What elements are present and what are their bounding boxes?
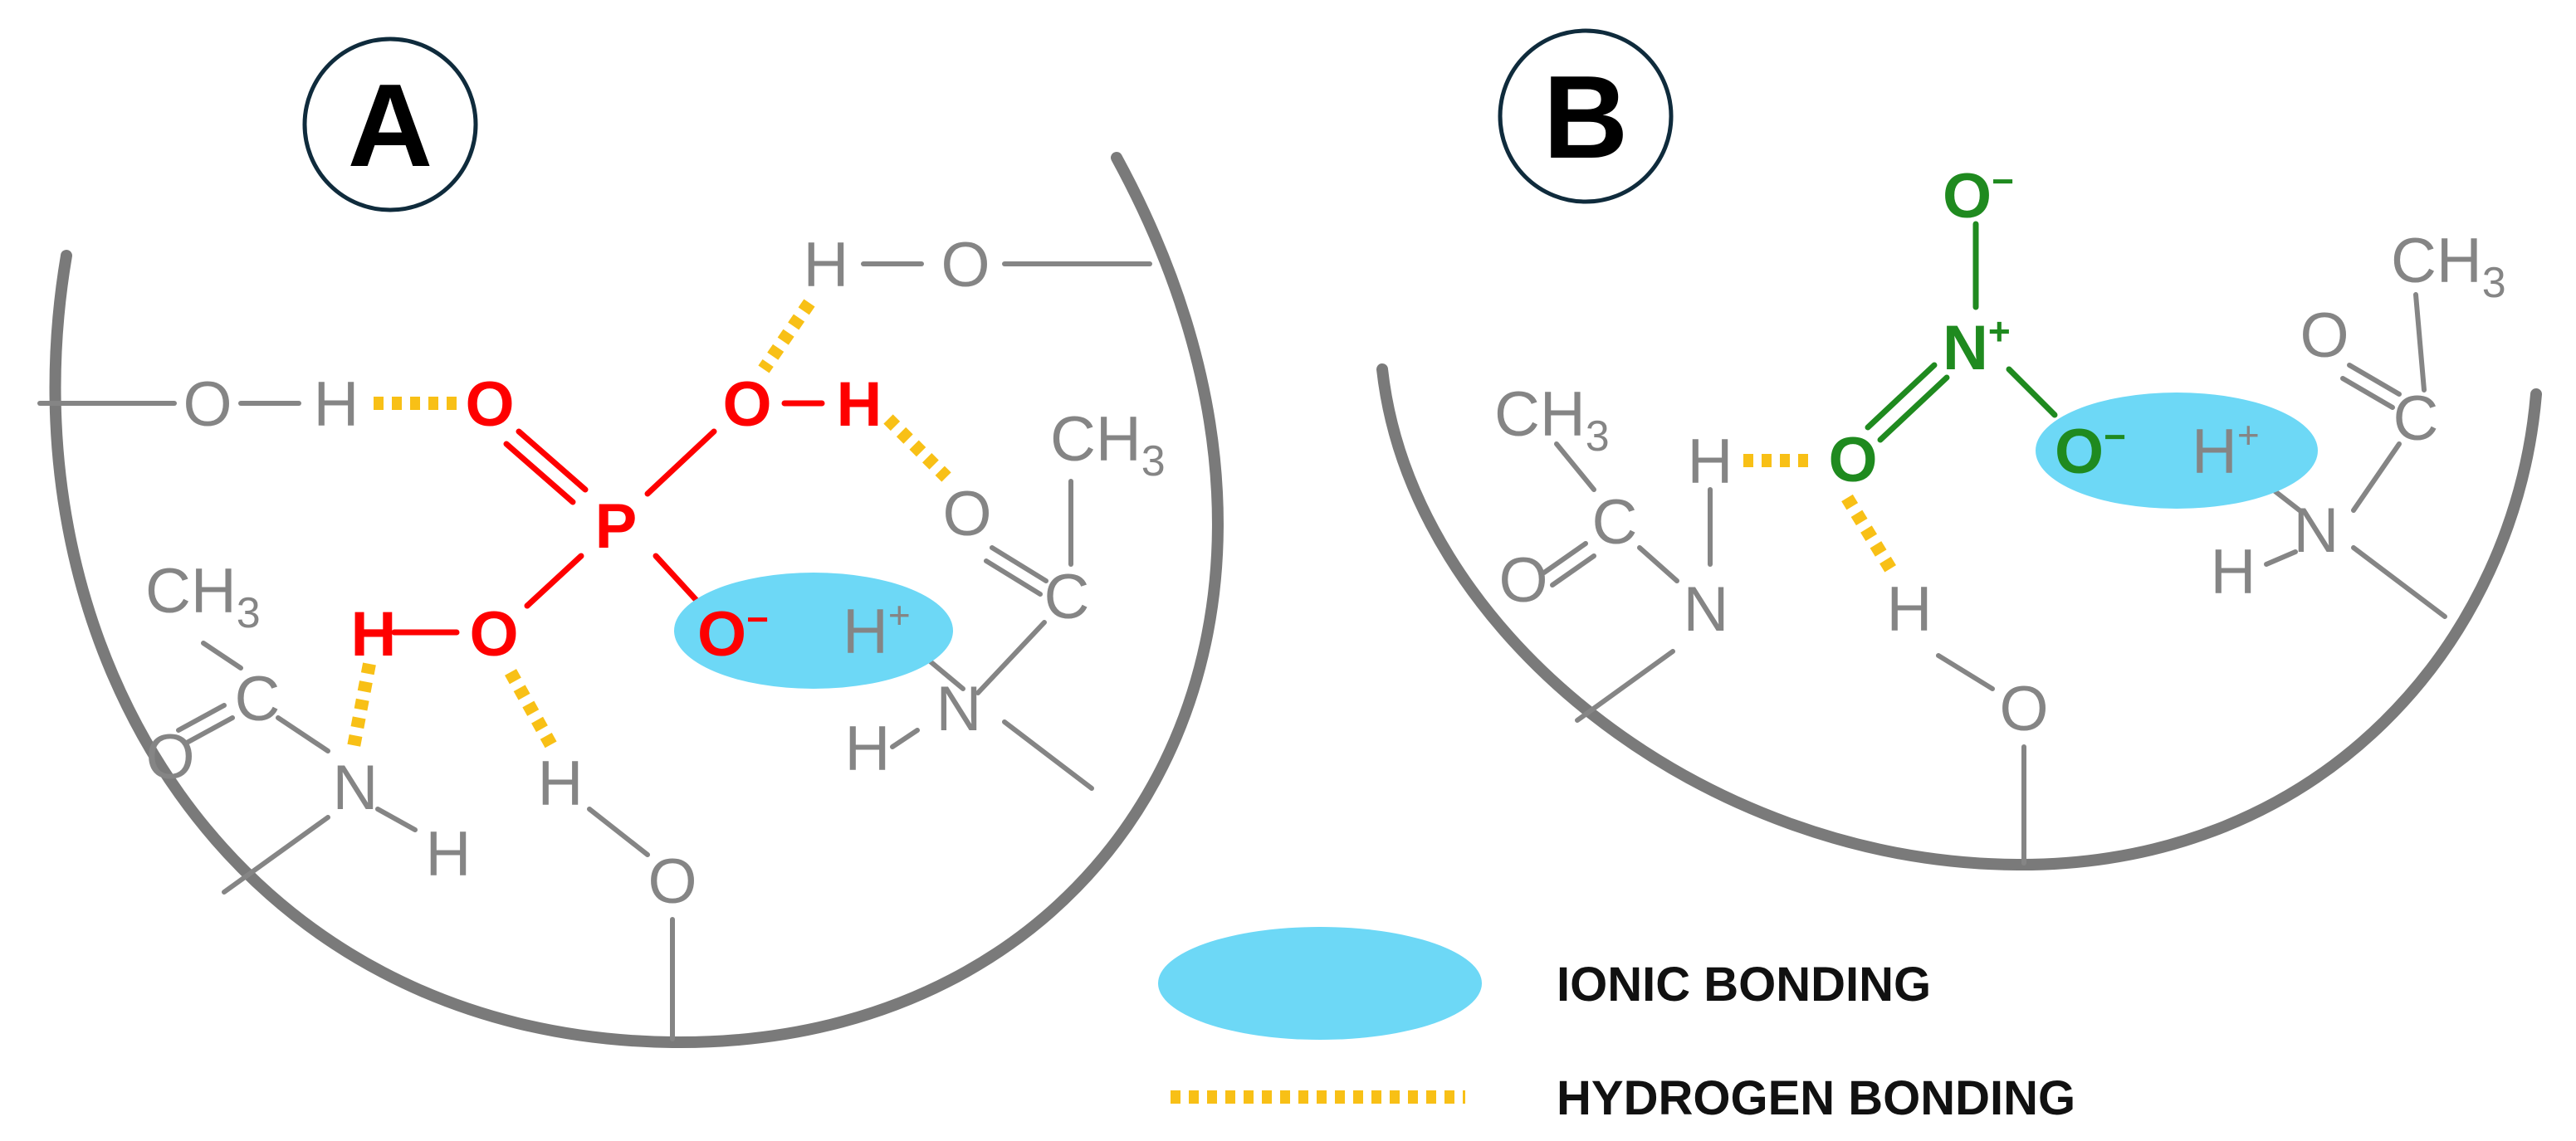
- panel-b-pocket-wall: [1376, 363, 2542, 871]
- panel-b-atom: N: [1684, 574, 1729, 645]
- panel-b-atom: H: [1887, 574, 1933, 645]
- panel-a-bond: [276, 715, 330, 753]
- panel-b-wall-stub: [1575, 649, 1675, 723]
- panel-a-phosphate-bond: [503, 441, 576, 505]
- panel-a-hydrogen-bond: [758, 299, 815, 373]
- panel-b-nitrate-atom: O: [1828, 425, 1877, 495]
- panel-a-atom: N: [333, 753, 379, 823]
- panel-a-bond: [587, 807, 650, 857]
- panel-a-bond: [201, 641, 243, 670]
- legend: IONIC BONDING HYDROGEN BONDING: [1158, 927, 2075, 1125]
- panel-b-bond: [1637, 545, 1679, 583]
- panel-a-hydrogen-bond: [883, 414, 951, 482]
- panel-b-bond: [2264, 549, 2298, 567]
- panel-b-hydrogen-bond: [1841, 494, 1899, 577]
- panel-a-wall-stub: [1002, 719, 1094, 791]
- panel-a-phosphate-atom: H: [837, 369, 882, 440]
- panel-a-phosphate-bond: [516, 428, 589, 493]
- panel-a-phosphate-bond: [644, 428, 717, 497]
- panel-a-bond: [184, 715, 235, 745]
- panel-b-bond: [2351, 441, 2402, 513]
- panel-b-bond: [1936, 653, 1995, 691]
- panel-b-ch3-right: CH3: [2391, 226, 2506, 307]
- panel-a-ionic-ellipse: [674, 573, 953, 689]
- panel-a-atom: H: [538, 748, 584, 819]
- panel-b-atom: C: [2393, 383, 2439, 454]
- panel-a-atom: H: [426, 819, 472, 890]
- panel-b-ionic-ellipse: [2036, 393, 2318, 509]
- panel-a-phosphate-atom: H: [351, 599, 397, 670]
- panel-a-bond: [375, 807, 418, 832]
- panel-a-atom: O: [648, 846, 697, 917]
- panel-b-atom: H: [1688, 427, 1733, 497]
- panel-a-bond: [990, 545, 1048, 583]
- panel-b-wall-stub: [2351, 545, 2447, 619]
- panel-a-atom: N: [936, 674, 982, 744]
- panel-b-atom: O: [1999, 674, 2048, 744]
- panel-a-phosphate-o-minus: O−: [697, 597, 769, 670]
- panel-a-atom: C: [1044, 562, 1090, 632]
- panel-b-nitrate-o-minus: O−: [2055, 415, 2126, 487]
- panel-b-atom: O: [1498, 545, 1547, 616]
- panel-a-bond: [890, 728, 920, 749]
- panel-b-nitrate-bond: [1865, 362, 1938, 431]
- panel-a-label: A: [348, 60, 433, 192]
- panel-a-wall-stub: [222, 815, 330, 895]
- panel-a-atom: H: [804, 230, 849, 300]
- panel-b-atom: C: [1592, 487, 1638, 558]
- panel-a-bond: [975, 620, 1047, 695]
- panel-a-atom: H: [845, 714, 891, 784]
- panel-a-atom: H: [314, 369, 359, 440]
- legend-ionic-label: IONIC BONDING: [1557, 958, 1931, 1012]
- panel-b-atom: N: [2294, 495, 2339, 566]
- panel-a-phosphate-bond: [653, 553, 705, 609]
- panel-a-phosphate-atom: O: [465, 369, 514, 440]
- panel-b-hplus: H+: [2192, 413, 2260, 487]
- panel-b-atom: H: [2211, 537, 2256, 607]
- panel-a: O H H O CH3 O C N H H+ CH3 C O N H H O O…: [37, 37, 1224, 1049]
- panel-b-bond: [2413, 292, 2427, 393]
- panel-b-atom: O: [2300, 300, 2349, 371]
- panel-b-ch3-left: CH3: [1494, 379, 1610, 461]
- panel-b-bond: [2340, 376, 2395, 410]
- panel-a-hydrogen-bond: [505, 669, 558, 750]
- panel-a-phosphate-atom: O: [722, 369, 771, 440]
- panel-a-pocket-wall: [49, 152, 1224, 1049]
- panel-a-ch3-left: CH3: [145, 556, 261, 637]
- panel-a-atom: O: [145, 722, 194, 792]
- legend-ionic-swatch: [1158, 927, 1482, 1040]
- panel-a-hydrogen-bond: [346, 662, 376, 753]
- panel-a-phosphate-atom: P: [595, 491, 638, 562]
- panel-a-atom: O: [183, 369, 232, 440]
- panel-a-label-circle: [302, 37, 478, 212]
- panel-a-ch3-right: CH3: [1050, 404, 1166, 485]
- panel-a-phosphate-bond: [524, 553, 584, 609]
- panel-a-bond: [176, 703, 227, 733]
- panel-b-label-circle: [1498, 28, 1674, 204]
- panel-a-bond: [984, 558, 1043, 597]
- panel-b: CH3 C O H N H O CH3 O C H+ N H O− N+ O O…: [1376, 28, 2542, 871]
- panel-b-nitrate-bond: [1877, 374, 1950, 443]
- legend-hydrogen-label: HYDROGEN BONDING: [1557, 1071, 2075, 1125]
- panel-a-hplus: H+: [843, 593, 911, 667]
- panel-b-nitrate-o-minus-top: O−: [1943, 159, 2014, 232]
- panel-a-atom: O: [941, 230, 990, 300]
- panel-a-atom: C: [235, 664, 281, 734]
- panel-a-atom: O: [942, 479, 991, 549]
- panel-a-phosphate-atom: O: [469, 599, 518, 670]
- panel-b-nitrate-bond: [2006, 366, 2058, 418]
- panel-b-bond: [1550, 553, 1596, 588]
- panel-b-bond: [1542, 541, 1588, 575]
- panel-b-nitrate-n-plus: N+: [1943, 310, 2011, 383]
- panel-b-bond: [2347, 363, 2402, 397]
- panel-b-label: B: [1543, 51, 1629, 183]
- panel-b-bond: [1554, 441, 1596, 492]
